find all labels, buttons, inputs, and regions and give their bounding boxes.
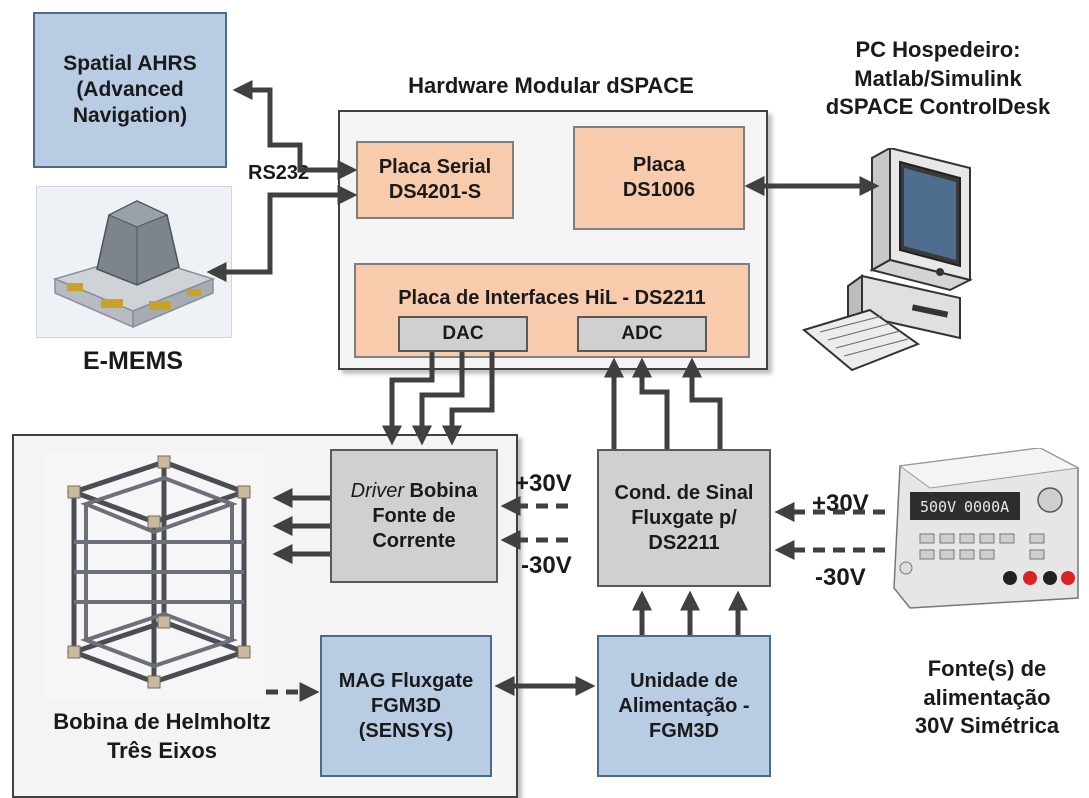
mag-line1: MAG Fluxgate: [338, 669, 474, 692]
dac-driver-link-2: [412, 352, 465, 446]
placa-ds1006-box: Placa DS1006: [573, 126, 745, 230]
spatial-ahrs-line1: Spatial AHRS: [63, 51, 197, 75]
dspace-title: Hardware Modular dSPACE: [408, 73, 694, 98]
cond-line1: Cond. de Sinal: [614, 481, 754, 504]
unidade-line3: FGM3D: [649, 719, 719, 742]
placa-serial-box: Placa Serial DS4201-S: [356, 141, 514, 219]
driver-plus30v-label: +30V: [515, 470, 572, 497]
pc-host-line1: PC Hospedeiro:: [855, 37, 1021, 62]
power-supply-image: 500V 0000A: [890, 447, 1083, 610]
emems-image: [36, 186, 232, 338]
driver-coil-box: Driver Bobina Fonte de Corrente: [330, 449, 498, 583]
emems-serial-link: [206, 185, 358, 282]
cond-line2: Fluxgate p/: [631, 506, 737, 529]
fonte-line2: alimentação: [923, 684, 1051, 710]
unidade-line1: Unidade de: [630, 669, 738, 692]
placa-ds1006-line2: DS1006: [622, 179, 696, 201]
pc-host-label: PC Hospedeiro: Matlab/Simulink dSPACE Co…: [798, 36, 1078, 122]
adc-box: ADC: [577, 316, 707, 352]
driver-line1-rest: Bobina: [404, 479, 478, 502]
bobina-line2: Três Eixos: [106, 737, 218, 763]
placa-ds1006-line1: Placa: [632, 154, 686, 176]
cond-adc-link-2: [632, 357, 670, 449]
power-unit-box: Unidade de Alimentação - FGM3D: [597, 635, 771, 777]
driver-minus30v-label: -30V: [521, 552, 572, 579]
placa-serial-line1: Placa Serial: [378, 156, 492, 178]
dac-driver-link-3: [442, 352, 495, 446]
fonte-line3: 30V Simétrica: [914, 713, 1060, 739]
spatial-ahrs-line2: (Advanced: [76, 77, 184, 101]
psu-volts-readout: 500V: [920, 498, 956, 516]
emems-label: E-MEMS: [83, 347, 183, 375]
placa-serial-line2: DS4201-S: [388, 181, 482, 203]
fonte-label: Fonte(s) de alimentação 30V Simétrica: [885, 655, 1089, 741]
hil-board-title: Placa de Interfaces HiL - DS2211: [398, 287, 706, 309]
dac-label: DAC: [442, 323, 484, 345]
cond-minus30v-label: -30V: [815, 564, 866, 591]
dac-driver-link-1: [382, 352, 435, 446]
pc-computer-icon: [800, 146, 980, 386]
ahrs-serial-link: [232, 80, 358, 180]
driver-italic-word: Driver: [350, 479, 404, 502]
unidade-line2: Alimentação -: [618, 694, 750, 717]
helmholtz-coil-image: [44, 452, 264, 700]
pc-host-line2: Matlab/Simulink: [854, 65, 1022, 91]
mag-fluxgate-box: MAG Fluxgate FGM3D (SENSYS): [320, 635, 492, 777]
pc-host-line3: dSPACE ControlDesk: [825, 94, 1051, 120]
mag-line3: (SENSYS): [358, 719, 454, 742]
cond-line3: DS2211: [648, 531, 720, 554]
bobina-label: Bobina de Helmholtz Três Eixos: [22, 708, 302, 765]
spatial-ahrs-box: Spatial AHRS (Advanced Navigation): [33, 12, 227, 168]
adc-label: ADC: [621, 323, 663, 345]
driver-line2: Fonte de: [372, 504, 456, 527]
driver-line1: Driver Bobina: [351, 479, 478, 504]
cond-adc-link-3: [682, 357, 723, 449]
mag-line2: FGM3D: [371, 694, 441, 717]
signal-conditioner-box: Cond. de Sinal Fluxgate p/ DS2211: [597, 449, 771, 587]
fonte-line1: Fonte(s) de: [927, 656, 1047, 681]
bobina-line1: Bobina de Helmholtz: [53, 709, 271, 734]
psu-amps-readout: 0000A: [964, 498, 1009, 516]
spatial-ahrs-line3: Navigation): [72, 104, 188, 128]
driver-line3: Corrente: [372, 529, 456, 552]
dac-box: DAC: [398, 316, 528, 352]
